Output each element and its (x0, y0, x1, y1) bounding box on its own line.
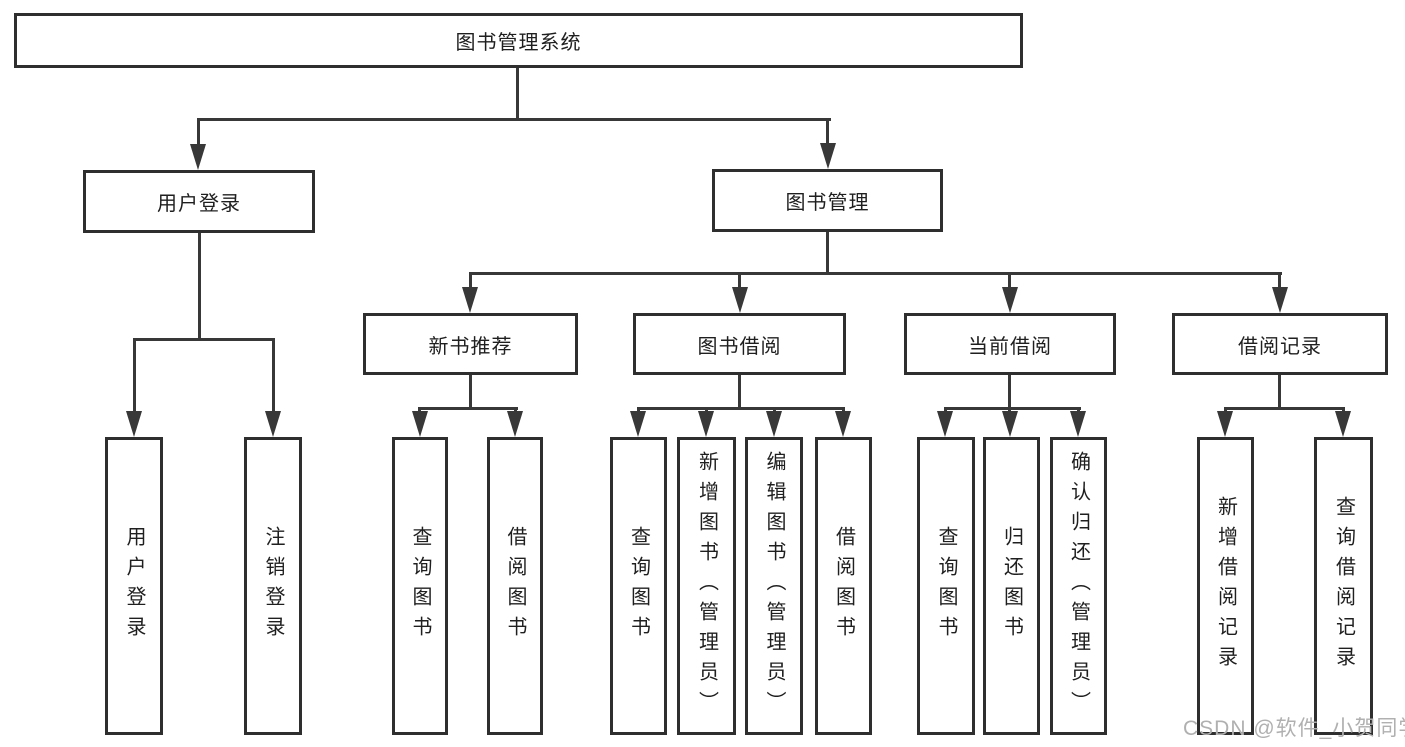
arrowhead-icon (1002, 411, 1018, 437)
connector (469, 272, 472, 292)
node-book-management: 图书管理 (712, 169, 943, 232)
arrowhead-icon (820, 143, 836, 169)
leaf-add-borrow-record: 新增借阅记录 (1197, 437, 1254, 735)
connector (469, 375, 472, 410)
connector (419, 407, 518, 410)
node-borrow-records: 借阅记录 (1172, 313, 1388, 375)
leaf-user-login: 用户登录 (105, 437, 163, 735)
leaf-label: 确认归还（管理员） (1067, 451, 1090, 721)
connector (944, 407, 1081, 410)
leaf-label: 查询图书 (627, 526, 650, 646)
connector (198, 233, 201, 341)
leaf-label: 新增图书（管理员） (695, 451, 718, 721)
connector (272, 338, 275, 414)
node-user-login: 用户登录 (83, 170, 315, 233)
leaf-query-books-recommend: 查询图书 (392, 437, 448, 735)
connector (1278, 272, 1281, 292)
leaf-label: 编辑图书（管理员） (763, 451, 785, 721)
leaf-label: 查询图书 (409, 526, 431, 646)
connector (197, 118, 831, 121)
connector (826, 232, 829, 275)
arrowhead-icon (412, 411, 428, 437)
node-new-book-recommend: 新书推荐 (363, 313, 578, 375)
leaf-logout: 注销登录 (244, 437, 302, 735)
leaf-query-borrow-record: 查询借阅记录 (1314, 437, 1373, 735)
arrowhead-icon (835, 411, 851, 437)
connector (637, 407, 845, 410)
leaf-label: 新增借阅记录 (1214, 496, 1237, 676)
leaf-label: 借阅图书 (504, 526, 526, 646)
arrowhead-icon (766, 411, 782, 437)
arrowhead-icon (190, 144, 206, 170)
leaf-borrow-books-recommend: 借阅图书 (487, 437, 543, 735)
leaf-borrow-books: 借阅图书 (815, 437, 872, 735)
arrowhead-icon (1272, 287, 1288, 313)
arrowhead-icon (265, 411, 281, 437)
leaf-label: 借阅图书 (832, 526, 855, 646)
leaf-label: 查询图书 (935, 526, 957, 646)
connector (1008, 272, 1011, 292)
arrowhead-icon (1217, 411, 1233, 437)
leaf-add-book-admin: 新增图书（管理员） (677, 437, 736, 735)
arrowhead-icon (1002, 287, 1018, 313)
node-current-borrow: 当前借阅 (904, 313, 1116, 375)
leaf-return-book: 归还图书 (983, 437, 1040, 735)
connector (738, 272, 741, 292)
leaf-label: 用户登录 (123, 526, 145, 646)
connector (1008, 375, 1011, 410)
arrowhead-icon (937, 411, 953, 437)
connector (133, 338, 275, 341)
arrowhead-icon (1070, 411, 1086, 437)
leaf-query-books-current: 查询图书 (917, 437, 975, 735)
watermark: CSDN @软件_小贺同学 (1183, 717, 1405, 740)
arrowhead-icon (126, 411, 142, 437)
leaf-edit-book-admin: 编辑图书（管理员） (745, 437, 803, 735)
connector (826, 118, 829, 148)
connector (1224, 407, 1345, 410)
node-root: 图书管理系统 (14, 13, 1023, 68)
connector (197, 118, 200, 148)
arrowhead-icon (732, 287, 748, 313)
leaf-label: 注销登录 (262, 526, 284, 646)
arrowhead-icon (507, 411, 523, 437)
connector (516, 68, 519, 121)
leaf-label: 查询借阅记录 (1332, 496, 1355, 676)
leaf-confirm-return-admin: 确认归还（管理员） (1050, 437, 1107, 735)
connector (738, 375, 741, 410)
connector (1278, 375, 1281, 410)
arrowhead-icon (698, 411, 714, 437)
leaf-label: 归还图书 (1000, 526, 1023, 646)
connector (133, 338, 136, 414)
node-book-borrow: 图书借阅 (633, 313, 846, 375)
arrowhead-icon (630, 411, 646, 437)
arrowhead-icon (462, 287, 478, 313)
arrowhead-icon (1335, 411, 1351, 437)
connector (469, 272, 1282, 275)
leaf-query-books-borrow: 查询图书 (610, 437, 667, 735)
